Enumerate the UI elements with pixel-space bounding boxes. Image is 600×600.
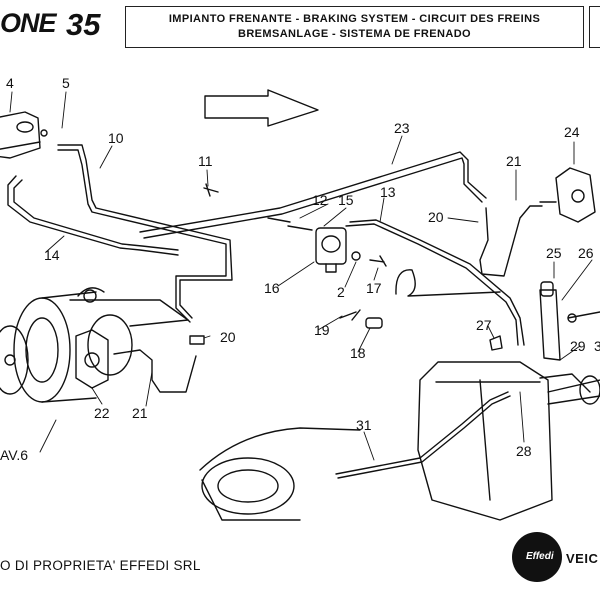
brand-logo: ONE [0, 8, 57, 38]
effedi-logo-text: Effedi [526, 551, 554, 562]
ownership-notice: O DI PROPRIETA' EFFEDI SRL [0, 558, 201, 573]
callout-14: 14 [44, 247, 60, 263]
title-box: IMPIANTO FRENANTE - BRAKING SYSTEM - CIR… [125, 6, 584, 48]
title-line-2: BREMSANLAGE - SISTEMA DE FRENADO [237, 28, 471, 40]
pipe-23b [143, 157, 483, 239]
callout-4: 4 [6, 75, 14, 91]
callout-5: 5 [62, 75, 70, 91]
brand-text: VEIC [566, 551, 599, 566]
pipe-29 [539, 373, 591, 393]
rear-tyre [199, 427, 361, 521]
pipe-31 [335, 391, 509, 475]
effedi-logo: Effedi [512, 532, 562, 582]
rear-differential [417, 361, 600, 521]
hose-21-lower [113, 349, 197, 393]
fitting-11 [203, 183, 219, 197]
pipe-14b [13, 179, 179, 251]
callout-31: 31 [356, 417, 372, 433]
callout-10: 10 [108, 130, 124, 146]
callout-20-lower: 20 [220, 329, 236, 345]
callout-15: 15 [338, 192, 354, 208]
pipe-23 [139, 151, 487, 233]
callout-20-upper: 20 [428, 209, 444, 225]
pipe-13 [349, 219, 525, 346]
callout-25: 25 [546, 245, 562, 261]
callout-27: 27 [476, 317, 492, 333]
callout-26: 26 [578, 245, 594, 261]
callout-28: 28 [516, 443, 532, 459]
front-hub [0, 287, 189, 403]
pipe-10 [57, 144, 233, 319]
front-caliper [75, 329, 109, 389]
pipe-31b [337, 395, 511, 479]
fitting-27 [489, 335, 503, 351]
callout-2: 2 [337, 284, 345, 300]
callout-22: 22 [94, 405, 110, 421]
direction-arrow [204, 89, 319, 127]
callout-23: 23 [394, 120, 410, 136]
callout-11: 11 [198, 153, 213, 169]
pipe-13b [345, 223, 519, 346]
callout-18: 18 [350, 345, 366, 361]
callout-21-lower: 21 [132, 405, 148, 421]
master-cylinder [0, 111, 48, 159]
bushing-18 [365, 317, 383, 329]
corner-box [589, 6, 600, 48]
callout-21-upper: 21 [506, 153, 522, 169]
rear-caliper [539, 167, 596, 223]
pipe-14 [7, 175, 179, 256]
callout-13: 13 [380, 184, 396, 200]
title-line-1: IMPIANTO FRENANTE - BRAKING SYSTEM - CIR… [168, 13, 541, 25]
brake-regulator [267, 217, 387, 273]
callout-12: 12 [312, 192, 328, 208]
fitting-20b [189, 335, 205, 345]
callout-19: 19 [314, 322, 330, 338]
callout-29: 29 [570, 338, 586, 354]
page-number: 35 [66, 7, 101, 42]
callout-3x: 3 [594, 338, 600, 354]
pipe-10b [57, 149, 227, 323]
callout-17: 17 [366, 280, 382, 296]
spring [339, 269, 501, 321]
hose-21-upper [479, 205, 543, 277]
callout-av6: AV.6 [0, 447, 28, 463]
callout-16: 16 [264, 280, 280, 296]
callout-24: 24 [564, 124, 580, 140]
